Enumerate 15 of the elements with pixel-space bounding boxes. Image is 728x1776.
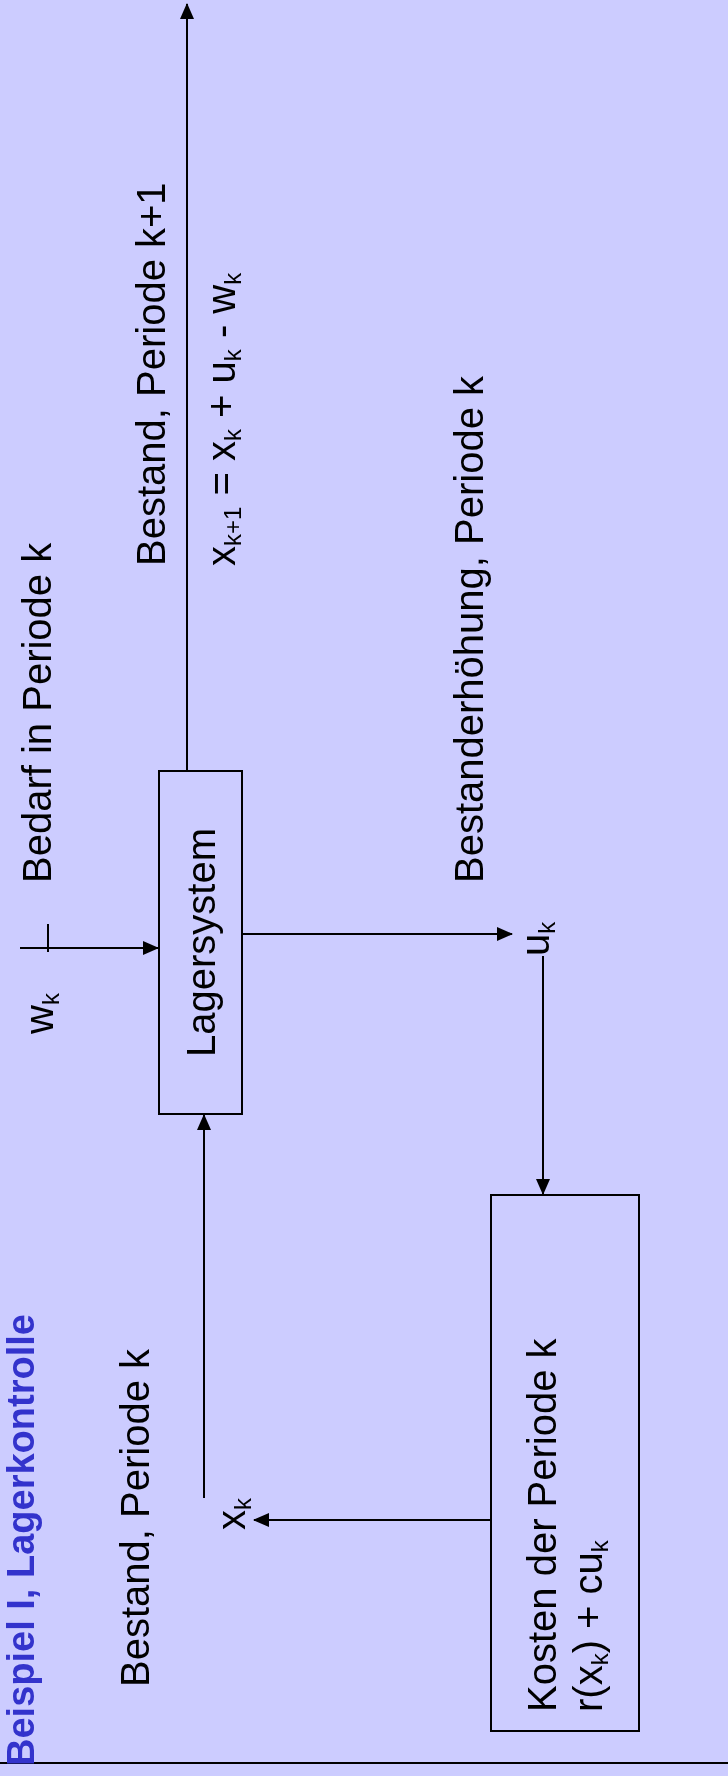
- node-description: Bestand, Periode k: [112, 1349, 158, 1687]
- box-title: Lagersystem: [177, 828, 224, 1057]
- process-box: [158, 770, 243, 1115]
- arrow: [242, 927, 513, 941]
- arrow: [536, 955, 550, 1195]
- arrow: [180, 3, 194, 771]
- process-box: [490, 1194, 640, 1732]
- arrow: [19, 941, 159, 955]
- title: Beispiel I, Lagerkontrolle: [0, 1314, 43, 1766]
- edge-label: Bestand, Periode k+1: [128, 182, 174, 566]
- node-description: Bedarf in Periode k: [14, 542, 60, 883]
- box-title: Kosten der Periode k: [519, 1338, 565, 1712]
- arrow: [197, 1114, 211, 1499]
- node-description: Bestanderhöhung, Periode k: [446, 375, 492, 883]
- arrow: [253, 1513, 491, 1527]
